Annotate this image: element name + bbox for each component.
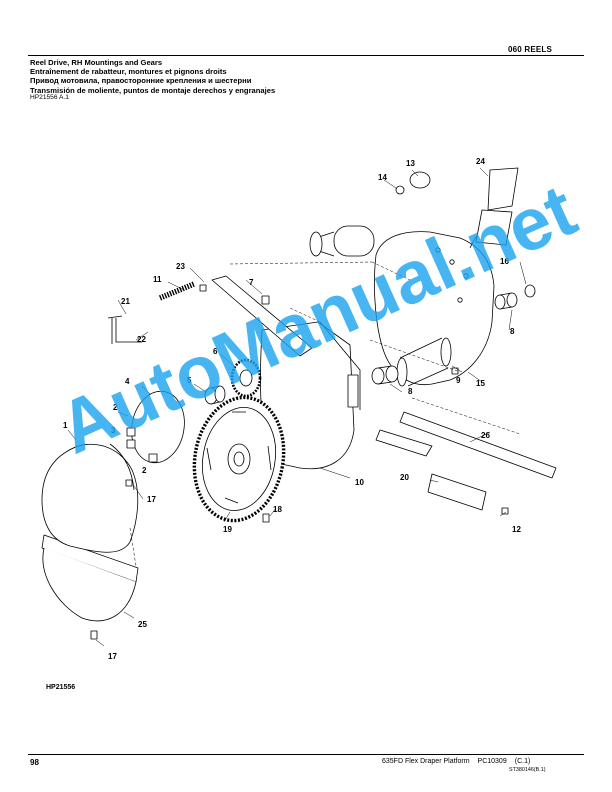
callout-24: 24: [476, 157, 485, 166]
callout-3: 3: [111, 426, 116, 435]
upper-shield-part: [41, 443, 139, 553]
callout-8: 8: [408, 387, 413, 396]
callout-11: 11: [153, 275, 162, 284]
spring-part: [158, 281, 196, 301]
rod-part: [107, 315, 142, 344]
callout-25: 25: [138, 620, 147, 629]
callout-15: 15: [476, 379, 485, 388]
callout-8: 8: [510, 327, 515, 336]
callout-1: 1: [63, 421, 68, 430]
callout-14: 14: [378, 173, 387, 182]
callout-13: 13: [406, 159, 415, 168]
callout-2: 2: [142, 466, 147, 475]
callout-10: 10: [355, 478, 364, 487]
spacer-part: [494, 292, 518, 310]
callout-26: 26: [481, 431, 490, 440]
callout-6: 6: [213, 347, 218, 356]
bracket-part: [475, 167, 519, 246]
section-title: 060 REELS: [508, 45, 553, 54]
callout-12: 12: [512, 525, 521, 534]
footer-info: 635FD Flex Draper Platform PC10309 (C.1): [382, 758, 538, 765]
bolt-part: [90, 284, 509, 640]
callout-22: 22: [137, 335, 146, 344]
callout-7: 7: [249, 278, 254, 287]
large-gear-part: [192, 395, 286, 523]
callout-4: 4: [125, 377, 130, 386]
bushing-part: [204, 385, 226, 405]
washer-part: [524, 284, 536, 298]
nut-part: [395, 185, 405, 195]
callout-2: 2: [113, 403, 118, 412]
catalog-number: PC10309: [477, 758, 507, 765]
callout-16: 16: [500, 257, 509, 266]
callout-18: 18: [273, 505, 282, 514]
revision: (C.1): [514, 758, 531, 765]
small-gear-part: [230, 358, 262, 398]
title-block: Reel Drive, RH Mountings and Gears Entra…: [30, 58, 275, 95]
lower-shield-part: [41, 534, 139, 622]
mounting-plate-part: [374, 217, 503, 387]
knob-part: [409, 171, 431, 189]
title-spanish: Transmisión de moliente, puntos de monta…: [30, 85, 276, 95]
callout-5: 5: [187, 376, 192, 385]
mounting-strip-part: [399, 411, 557, 479]
product-name: 635FD Flex Draper Platform: [382, 758, 470, 765]
callout-17: 17: [147, 495, 156, 504]
callout-9: 9: [456, 376, 461, 385]
callout-19: 19: [223, 525, 232, 534]
spacer-part: [371, 365, 399, 385]
drive-plate-part: [131, 390, 185, 464]
callout-17: 17: [108, 652, 117, 661]
figure-code: HP21556: [46, 684, 76, 691]
bottom-rule: [28, 754, 584, 755]
page-number: 98: [30, 758, 39, 767]
figure-reference: HP21556 A.1: [30, 94, 69, 101]
motor-part: [309, 225, 375, 257]
drive-housing-part: [260, 321, 361, 470]
drive-link-part: [211, 275, 313, 357]
pad-part: [427, 473, 487, 511]
callout-21: 21: [121, 297, 130, 306]
callout-20: 20: [400, 473, 409, 482]
pad-part: [375, 429, 433, 457]
title-french: Entraînement de rabatteur, montures et p…: [30, 67, 227, 77]
title-english: Reel Drive, RH Mountings and Gears: [30, 58, 163, 67]
footer-code: ST380146(B.1): [509, 767, 546, 773]
callout-23: 23: [176, 262, 185, 271]
top-rule: [28, 55, 584, 56]
title-russian: Привод мотовила, правосторонние креплени…: [30, 76, 252, 86]
